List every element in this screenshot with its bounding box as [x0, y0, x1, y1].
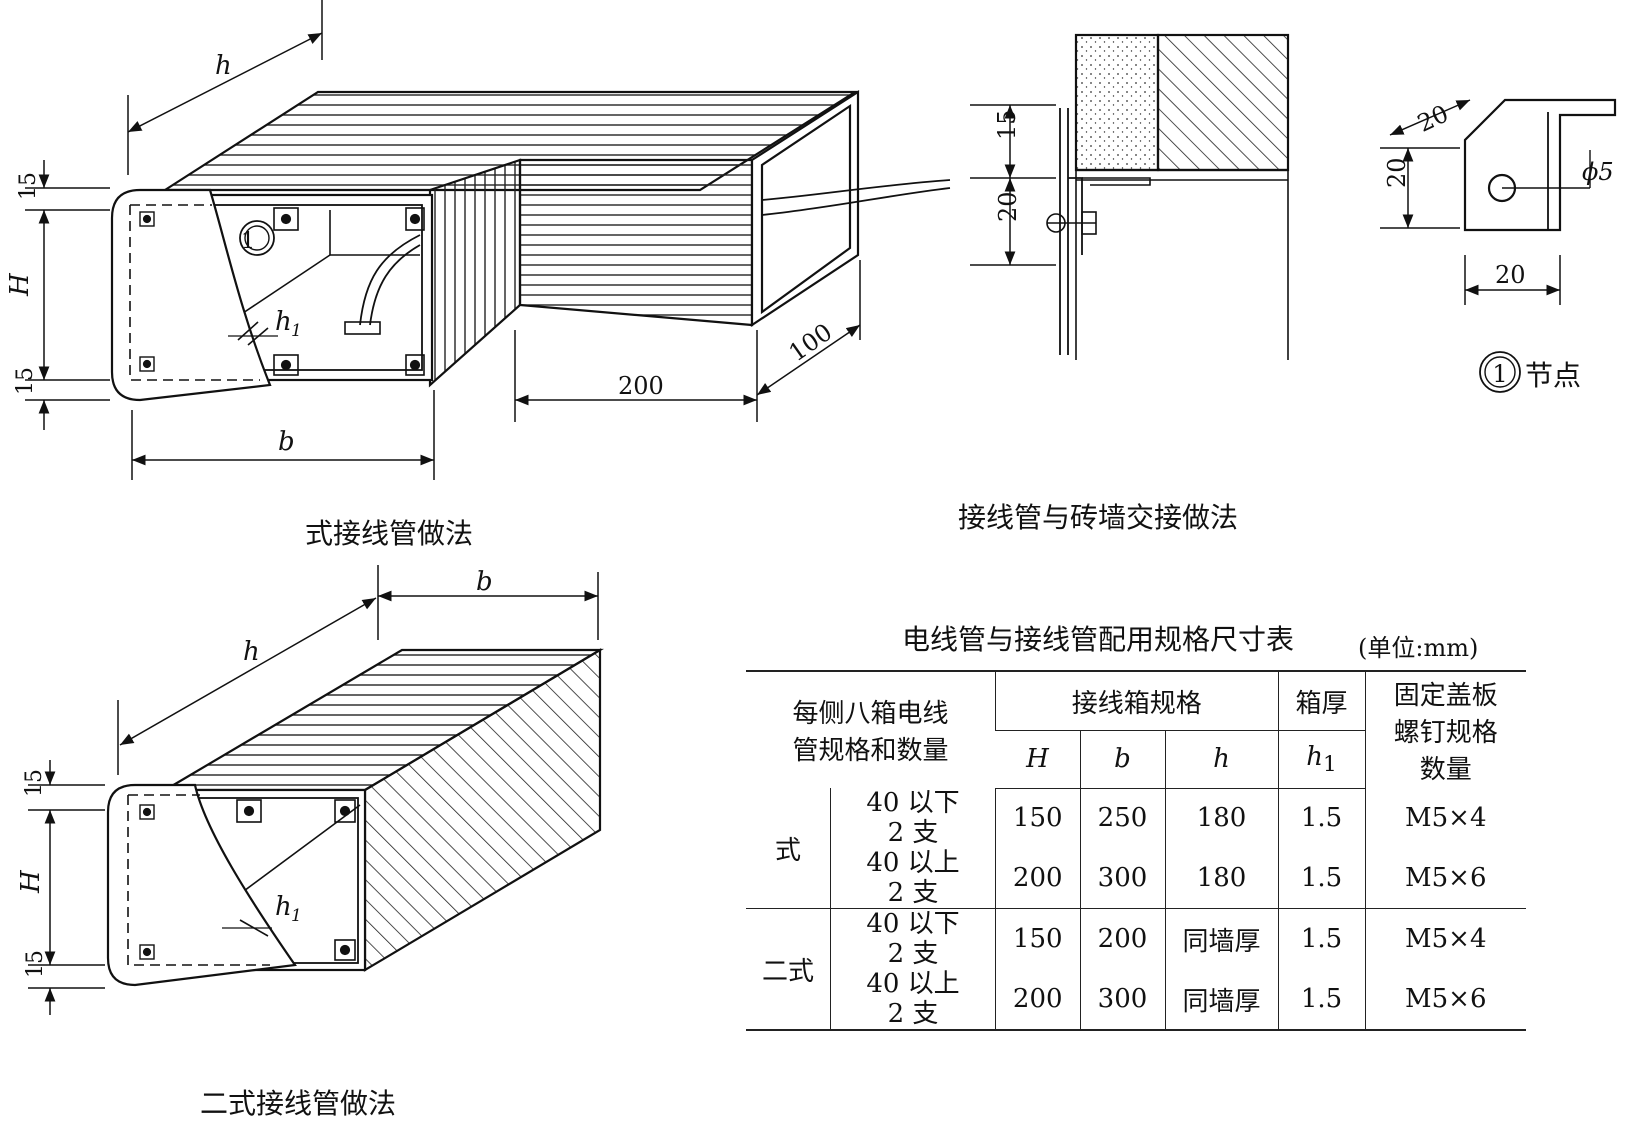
fig3-dim-h-label: h — [243, 637, 260, 667]
cell-screw: M5×4 — [1364, 908, 1526, 969]
dim-200-label: 200 — [618, 372, 664, 400]
fig3-dim-15-top: 15 — [22, 769, 47, 797]
header-h1: h1 — [1277, 730, 1365, 789]
header-box-spec: 接线箱规格 — [995, 670, 1278, 732]
fig3-dim-h1-label: h — [275, 892, 292, 922]
figure-1-caption: 式接线管做法 — [305, 517, 473, 550]
figure-2-labels: 15 20 接线管与砖墙交接做法 — [958, 109, 1238, 534]
header-pipe-spec: 每侧八箱电线 管规格和数量 — [746, 670, 996, 788]
cell-H: 200 — [995, 848, 1080, 909]
figure-3-dimensions — [28, 565, 599, 1015]
bracket-dim-20-vertical: 20 — [1383, 157, 1411, 188]
figure-2-caption: 接线管与砖墙交接做法 — [958, 501, 1238, 534]
dim-H-label: H — [5, 272, 35, 297]
node-mark-number: 1 — [241, 229, 255, 254]
table-units: (单位:mm) — [1358, 634, 1479, 662]
fig3-dim-h1-sub: 1 — [291, 906, 302, 926]
spec-table: 每侧八箱电线 管规格和数量 接线箱规格 箱厚 固定盖板 螺钉规格 数量 H b … — [746, 670, 1526, 1031]
legend-node-number: 1 — [1492, 360, 1507, 388]
bracket-dim-20-horizontal: 20 — [1495, 261, 1526, 289]
header-H: H — [995, 730, 1080, 789]
cell-b: 300 — [1079, 969, 1165, 1031]
cell-H: 150 — [995, 788, 1080, 848]
cell-h: 同墙厚 — [1164, 969, 1278, 1031]
dim-h1-sub: 1 — [291, 321, 302, 341]
cell-h: 180 — [1164, 788, 1278, 848]
dim-h1-label: h — [275, 307, 292, 337]
dim-100-label: 100 — [784, 318, 838, 367]
wall-dim-20-label: 20 — [994, 191, 1022, 222]
wall-dim-15-label: 15 — [993, 109, 1021, 140]
cell-screw: M5×6 — [1364, 969, 1526, 1031]
type-cell: 式 — [746, 788, 831, 909]
figure-3-labels: h b 15 H 15 h 1 二式接线管做法 — [16, 567, 493, 1120]
fig3-dim-15-bottom: 15 — [23, 950, 48, 978]
cell-screw: M5×6 — [1364, 848, 1526, 909]
cell-h: 180 — [1164, 848, 1278, 909]
cell-h1: 1.5 — [1277, 969, 1365, 1031]
cell-h1: 1.5 — [1277, 848, 1365, 909]
header-thickness: 箱厚 — [1277, 670, 1365, 732]
dim-b-label: b — [278, 427, 295, 457]
bracket-labels: 20 20 ϕ5 20 1 节点 — [1383, 99, 1614, 393]
cell-H: 200 — [995, 969, 1080, 1031]
cell-b: 200 — [1079, 908, 1165, 969]
dim-h-label: h — [215, 51, 232, 81]
bracket-detail — [1463, 98, 1617, 232]
figure-2-wall-detail — [1046, 33, 1290, 360]
cell-b: 300 — [1079, 848, 1165, 909]
dim-15-top-label: 15 — [16, 172, 41, 200]
bracket-dimensions — [1380, 99, 1561, 305]
figure-1-dimensions — [25, 0, 861, 480]
dim-15-bottom-label: 15 — [13, 367, 38, 395]
figure-2-dimensions — [970, 104, 1056, 266]
figure-3-junction-box — [106, 648, 604, 987]
cell-screw: M5×4 — [1364, 788, 1526, 848]
bracket-hole-label: ϕ5 — [1582, 158, 1614, 186]
header-screw-spec: 固定盖板 螺钉规格 数量 — [1364, 670, 1526, 788]
cell-b: 250 — [1079, 788, 1165, 848]
cell-H: 150 — [995, 908, 1080, 969]
fig3-dim-H-label: H — [16, 869, 46, 894]
header-b: b — [1079, 730, 1165, 789]
figure-3-caption: 二式接线管做法 — [200, 1087, 396, 1120]
table-title: 电线管与接线管配用规格尺寸表 — [902, 623, 1295, 656]
cell-h1: 1.5 — [1277, 788, 1365, 848]
header-h: h — [1164, 730, 1278, 789]
type-cell: 二式 — [746, 908, 831, 1031]
figure-1-junction-box — [110, 89, 951, 402]
cell-h: 同墙厚 — [1164, 908, 1278, 969]
node-legend-text: 节点 — [1525, 359, 1581, 392]
fig3-dim-b-label: b — [476, 567, 493, 597]
cell-h1: 1.5 — [1277, 908, 1365, 969]
bracket-dim-20-diagonal: 20 — [1413, 99, 1453, 137]
